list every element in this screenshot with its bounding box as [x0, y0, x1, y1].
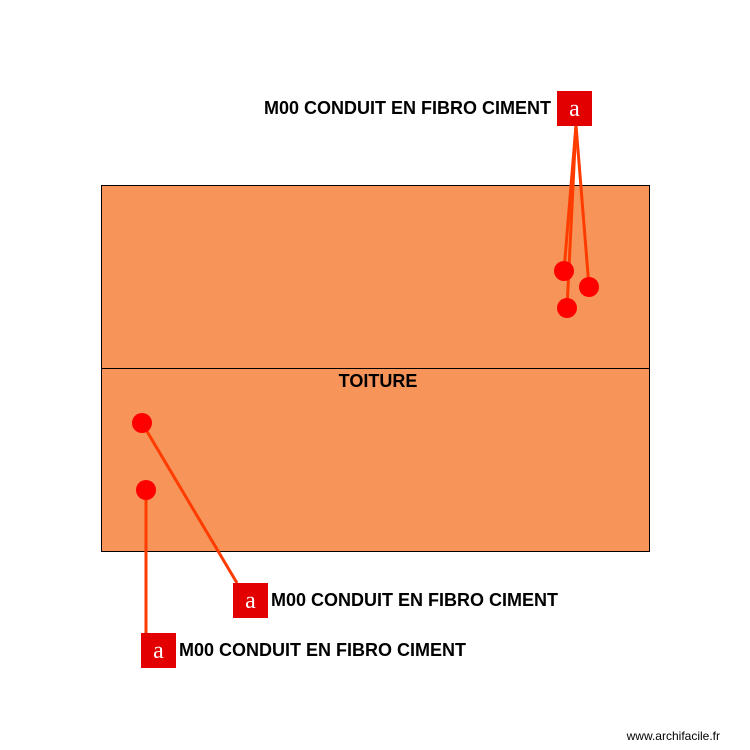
leader-endpoint-dot[interactable]	[554, 261, 574, 281]
annotation-text-2: M00 CONDUIT EN FIBRO CIMENT	[271, 590, 558, 610]
room-label-toiture: TOITURE	[339, 371, 418, 391]
annotation-marker-box[interactable]	[141, 633, 176, 668]
leader-endpoint-dot[interactable]	[132, 413, 152, 433]
annotation-marker-3[interactable]: a	[141, 633, 176, 668]
annotation-marker-glyph: a	[569, 96, 580, 122]
leader-endpoint-dot[interactable]	[579, 277, 599, 297]
annotation-marker-1[interactable]: a	[557, 91, 592, 126]
annotation-text-3: M00 CONDUIT EN FIBRO CIMENT	[179, 640, 466, 660]
annotation-marker-glyph: a	[153, 638, 164, 664]
annotation-text-1: M00 CONDUIT EN FIBRO CIMENT	[264, 98, 551, 118]
annotation-marker-box[interactable]	[233, 583, 268, 618]
leader-line	[574, 124, 591, 288]
roof-section-lower[interactable]	[101, 368, 650, 552]
leader-endpoint-dot[interactable]	[557, 298, 577, 318]
leader-endpoint-dot[interactable]	[136, 480, 156, 500]
annotation-marker-box[interactable]	[557, 91, 592, 126]
leader-line	[140, 422, 239, 584]
annotation-marker-glyph: a	[245, 588, 256, 614]
annotation-marker-2[interactable]: a	[233, 583, 268, 618]
watermark-text: www.archifacile.fr	[626, 729, 720, 743]
